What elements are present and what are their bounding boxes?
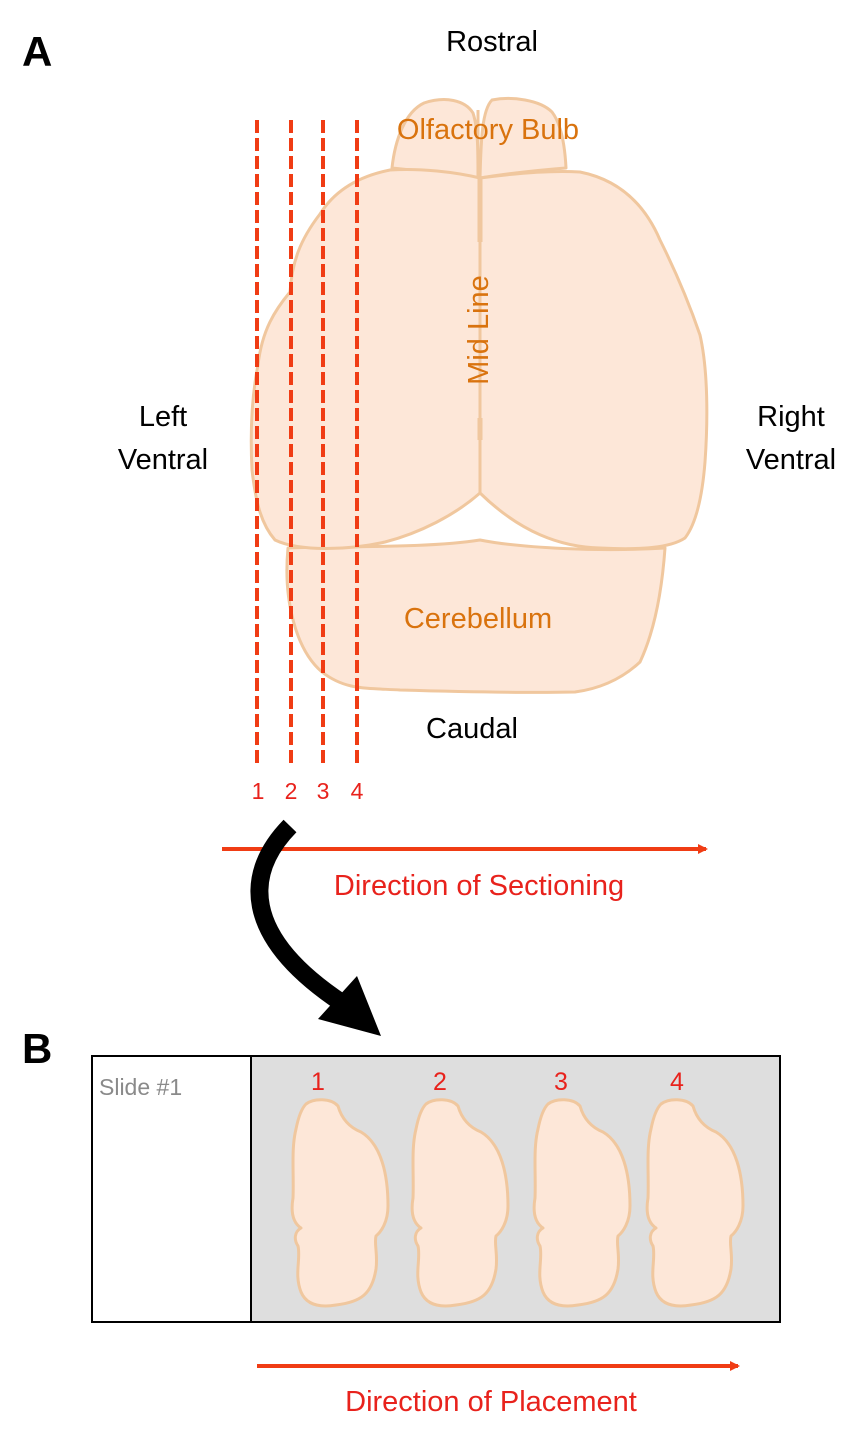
panel-b: B Slide #1 1 2 3 4 Direction of Placemen…	[22, 1025, 781, 1418]
section-3-label: 3	[554, 1068, 568, 1096]
cut-line-1-label: 1	[252, 778, 265, 804]
section-1-label: 1	[311, 1068, 325, 1096]
cerebellum-label: Cerebellum	[404, 603, 552, 635]
right-label-line1: Right	[757, 401, 825, 433]
left-label-line1: Left	[139, 401, 187, 433]
cut-line-2-label: 2	[285, 778, 298, 804]
transfer-arrow-head	[318, 976, 381, 1036]
section-4-label: 4	[670, 1068, 684, 1096]
panel-a-letter: A	[22, 28, 52, 75]
left-hemisphere	[249, 167, 482, 550]
cerebellum-shape	[285, 538, 667, 694]
rostral-label: Rostral	[446, 26, 538, 58]
slide-label: Slide #1	[99, 1074, 182, 1100]
cut-line-4-label: 4	[351, 778, 364, 804]
caudal-label: Caudal	[426, 713, 518, 745]
right-hemisphere	[478, 169, 709, 551]
panel-b-letter: B	[22, 1025, 52, 1072]
cut-lines	[255, 120, 359, 768]
sectioning-direction-label: Direction of Sectioning	[334, 870, 624, 902]
transfer-arrow	[250, 819, 381, 1036]
left-label-line2: Ventral	[118, 444, 208, 476]
right-label-line2: Ventral	[746, 444, 836, 476]
section-2-label: 2	[433, 1068, 447, 1096]
olfactory-bulb-right	[478, 97, 568, 180]
olfactory-bulb-label: Olfactory Bulb	[397, 114, 579, 146]
transfer-arrow-shaft	[250, 819, 347, 1011]
mid-line-label: Mid Line	[463, 275, 495, 385]
brain-dorsal-view	[249, 97, 709, 694]
panel-a: A Rostral Caudal Left Ventral Right Vent…	[22, 26, 836, 902]
placement-direction-label: Direction of Placement	[345, 1386, 637, 1418]
cut-line-3-label: 3	[317, 778, 330, 804]
